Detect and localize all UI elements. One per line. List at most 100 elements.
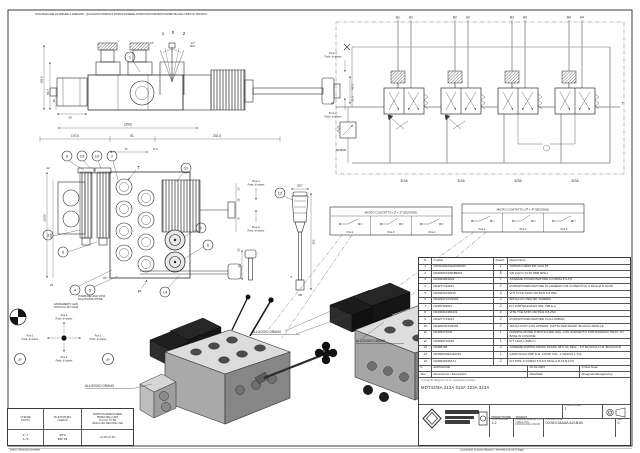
svg-text:B2: B2 xyxy=(453,16,457,20)
svg-text:3: 3 xyxy=(47,233,50,238)
angle-right: 12° xyxy=(191,41,195,45)
svg-text:B3: B3 xyxy=(510,16,514,20)
svg-text:A4: A4 xyxy=(580,16,584,20)
port-bosses xyxy=(115,178,155,273)
footer-note-left: timbro e firma per benestare xyxy=(10,449,41,452)
svg-text:Posiz. di azione: Posiz. di azione xyxy=(248,230,265,233)
rev-cell: REV. 0 xyxy=(616,419,630,437)
bom-cell-code: D03277713231 xyxy=(432,317,494,324)
svg-text:Posiz. di azione: Posiz. di azione xyxy=(248,184,265,187)
section-3-balloon: 3ª xyxy=(18,358,22,362)
bom-cell-code: D03093993A23 xyxy=(432,277,494,285)
bom-cell-code: D0387303617 xyxy=(432,304,494,311)
bom-cell-code: D033031038239 xyxy=(432,290,494,298)
configuration-area: Il presente disegno e' di ns. esclusiva … xyxy=(419,378,630,405)
bom-cell-desc: TAPPATO MDM 3/8" GAS PT xyxy=(508,265,630,272)
scale-cell: SCALA/SCALE 1:2 xyxy=(490,418,514,437)
bom-title-block: N. Codice Quant. Descrizione 1 DXNC3A3A3… xyxy=(418,257,631,446)
side-view-dims: 108.5 86.7 40 20 42.5 31.6 xyxy=(40,44,355,120)
pos-label-2: 2 xyxy=(183,31,186,36)
svg-text:20: 20 xyxy=(68,116,72,120)
svg-text:202.5: 202.5 xyxy=(213,134,221,138)
parts-table: N. Codice Quant. Descrizione 1 DXNC3A3A3… xyxy=(419,258,630,366)
alloggio-grano-label: ALLOGGIO GRANO xyxy=(252,330,282,334)
bom-cell-qty: 1 xyxy=(494,352,508,359)
rev-value: 0 xyxy=(419,365,432,372)
svg-text:26: 26 xyxy=(237,198,241,201)
svg-text:81: 81 xyxy=(130,134,134,138)
svg-text:13: 13 xyxy=(80,154,85,159)
alloggio-grano-labels: ALLOGGIO GRANO ALLOGGIO GRANO ALLOGGIO G… xyxy=(85,306,404,389)
svg-text:Pos.2: Pos.2 xyxy=(429,230,436,234)
solenoid-cap-2 xyxy=(127,42,153,76)
svg-text:Pos 2: Pos 2 xyxy=(329,111,337,115)
svg-text:Pos 2: Pos 2 xyxy=(95,334,102,338)
bom-cell-n: 2 xyxy=(419,271,432,278)
alloggio-grano-label: ALLOGGIO GRANO xyxy=(356,339,386,343)
bom-cell-code: D0303010330NBR03 xyxy=(432,271,494,278)
bom-cell-n: 12 xyxy=(419,339,432,346)
hydraulic-schematic: 80 BAR P T B1 A1 B2 A2 B3 A3 xyxy=(331,16,624,184)
bom-cell-code: DXNC3A3A3A3NNN3TL xyxy=(432,264,494,272)
svg-text:A1: A1 xyxy=(409,16,413,20)
bom-cell-n: 6 xyxy=(419,297,432,305)
svg-text:323A: 323A xyxy=(514,179,522,183)
rev-cap-by: Disegnato/Designed by xyxy=(580,372,630,379)
svg-text:Posiz. di azione: Posiz. di azione xyxy=(90,338,107,341)
bom-cell-desc: KIT LEVA L 365mm xyxy=(508,339,630,346)
bom-cell-qty: 2 xyxy=(494,284,508,291)
project-cell: PROGETTO RMD 2969/03 AND PROJECT IEC PUB… xyxy=(490,404,563,418)
svg-text:Pos.0: Pos.0 xyxy=(388,230,395,234)
front-view-note-2: DA LATO RIDUTTORE xyxy=(78,298,103,301)
bom-cell-n: 8 xyxy=(419,310,432,318)
bom-cell-desc: PORTAPOSIZIONATORE IN LAMIERA P.38 Vs PE… xyxy=(508,284,630,291)
bom-cell-n: 9 xyxy=(419,317,432,324)
property-note: Il presente disegno e' di ns. esclusiva … xyxy=(421,379,476,383)
rev-cap-date: Data/Date xyxy=(528,371,580,379)
svg-text:7: 7 xyxy=(200,226,203,231)
svg-text:5: 5 xyxy=(89,288,92,293)
svg-text:76: 76 xyxy=(237,217,241,220)
thread-m8-label: M8 xyxy=(298,293,302,297)
bom-cell-desc: VITI TCCE 6X60 UNI 5931 8.8 ZNC xyxy=(508,291,630,298)
svg-text:Pos 1: Pos 1 xyxy=(61,313,68,317)
bom-cell-n: 4 xyxy=(419,284,432,291)
front-view-note-1: POSIZIONE LEVE VISTA xyxy=(78,295,106,298)
svg-text:313A: 313A xyxy=(400,179,408,183)
project-value: 2969/03 xyxy=(515,415,528,418)
svg-text:MICRO CONTATTO (1ª + 2ª SEZION: MICRO CONTATTO (1ª + 2ª SEZIONE) xyxy=(365,210,418,214)
thread-label: M10 xyxy=(190,44,196,48)
svg-text:42.5: 42.5 xyxy=(351,84,355,90)
bom-cell-code: D038930335A71 xyxy=(432,358,494,366)
angle-45: 45° xyxy=(103,276,107,280)
rev-number: 0 xyxy=(617,420,620,425)
projection-cell xyxy=(603,405,630,418)
manual-override-icon xyxy=(387,114,466,130)
bom-cell-n: 5 xyxy=(419,290,432,298)
svg-text:35: 35 xyxy=(237,248,241,251)
bom-cell-desc: SPOLA C/KIT CON APPEND. PIATTA PER MANIP… xyxy=(508,324,630,331)
bom-header-n: N. xyxy=(419,258,432,265)
logo-text-strips xyxy=(445,409,479,425)
svg-text:20: 20 xyxy=(237,187,241,190)
front-view-drawing: T P 45° 9 13 10 2 11 3 6 7 6 4 5 xyxy=(43,150,265,301)
schematic-port-labels: B1 A1 B2 A2 B3 A3 B4 A4 xyxy=(396,16,584,20)
port-p-label: P xyxy=(138,289,141,294)
svg-text:Posiz. di azione: Posiz. di azione xyxy=(325,116,342,119)
cad-note-cell: DISEGNO ESEGUITO A VIDEO NON MODIFICARE … xyxy=(514,418,544,437)
code-cell: CODICE/CODE DX3EC34AAA AZ1B1B xyxy=(544,418,616,437)
sheet-number: 1 xyxy=(564,406,567,411)
micro-contact-table-1: MICRO CONTATTO (1ª + 2ª SEZIONE) Pos.1 P… xyxy=(267,206,453,339)
svg-text:Posiz. di azione: Posiz. di azione xyxy=(56,317,73,320)
side-view-drawing: 1 0 2 15° 12° M10 1 108.5 86.7 40 xyxy=(40,30,355,120)
svg-text:323A: 323A xyxy=(571,179,579,183)
svg-text:6: 6 xyxy=(207,243,210,248)
front-view-dim-chain: (290) 170.5 81 202.5 76 17.5 xyxy=(39,123,281,153)
sheet-top-note: NON RILEVARE LE MISURE A DISEGNO - QUALS… xyxy=(35,12,207,16)
bom-cell-desc: SPOLA C/1 PER MD TANDEM xyxy=(508,298,630,305)
svg-text:Pos 1: Pos 1 xyxy=(329,51,337,55)
svg-text:(200): (200) xyxy=(43,214,47,221)
